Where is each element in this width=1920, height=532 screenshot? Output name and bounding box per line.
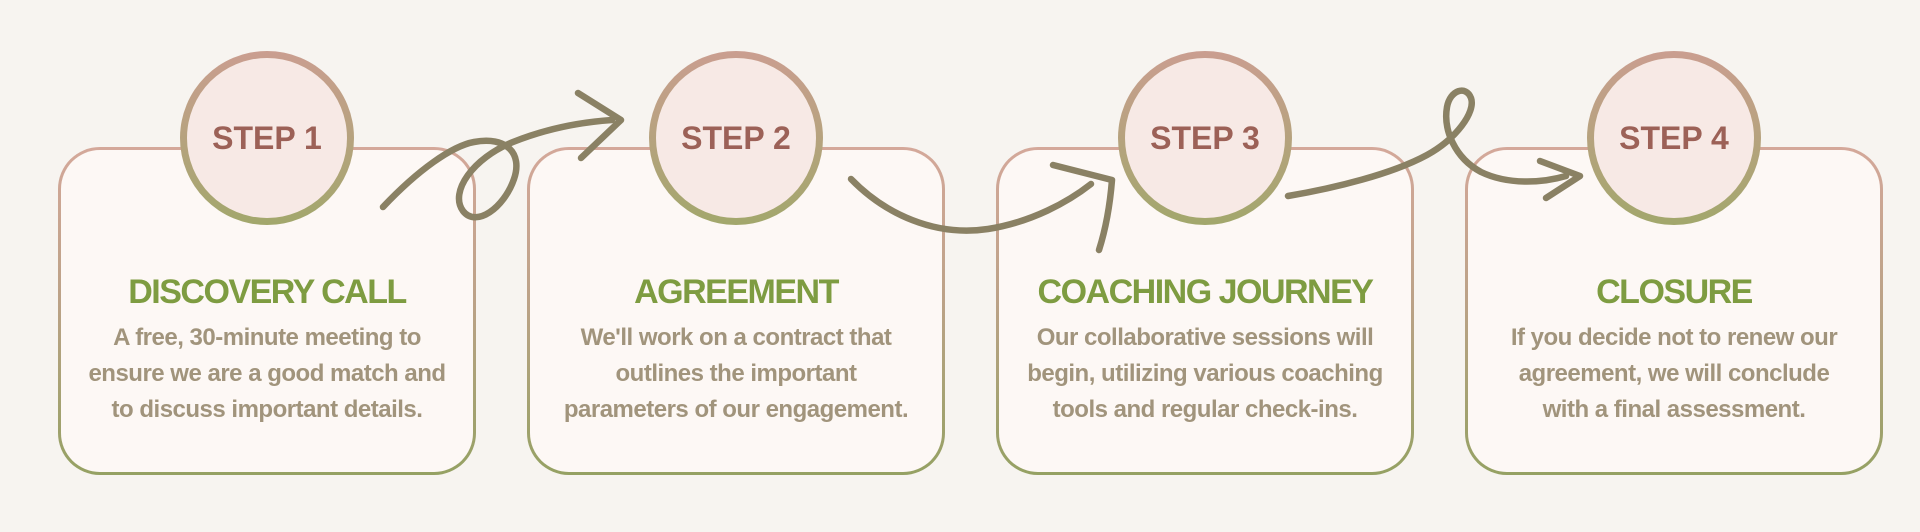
- step-card-discovery-call: STEP 1 DISCOVERY CALL A free, 30-minute …: [58, 58, 476, 475]
- step-2-title: AGREEMENT: [634, 273, 839, 311]
- step-3-title: COACHING JOURNEY: [1037, 273, 1374, 311]
- step-1-title: DISCOVERY CALL: [128, 273, 407, 311]
- step-1-content: DISCOVERY CALL A free, 30-minute meeting…: [61, 150, 473, 472]
- step-card-agreement: STEP 2 AGREEMENT We'll work on a contrac…: [527, 58, 945, 475]
- step-2-label: STEP 2: [681, 119, 791, 156]
- step-2-circle: STEP 2: [649, 51, 823, 225]
- step-1-label: STEP 1: [212, 119, 322, 156]
- step-2-description: We'll work on a contract that outlines t…: [563, 324, 909, 423]
- step-4-circle: STEP 4: [1587, 51, 1761, 225]
- step-1-description: A free, 30-minute meeting to ensure we a…: [88, 324, 446, 423]
- step-3-circle: STEP 3: [1118, 51, 1292, 225]
- step-3-content: COACHING JOURNEY Our collaborative sessi…: [999, 150, 1411, 472]
- step-3-label: STEP 3: [1150, 119, 1260, 156]
- step-card-coaching-journey: STEP 3 COACHING JOURNEY Our collaborativ…: [996, 58, 1414, 475]
- step-4-content: CLOSURE If you decide not to renew our a…: [1468, 150, 1880, 472]
- step-4-description: If you decide not to renew our agreement…: [1510, 324, 1838, 423]
- step-4-label: STEP 4: [1619, 119, 1729, 156]
- step-1-circle: STEP 1: [180, 51, 354, 225]
- step-4-title: CLOSURE: [1596, 273, 1753, 311]
- step-card-closure: STEP 4 CLOSURE If you decide not to rene…: [1465, 58, 1883, 475]
- step-3-description: Our collaborative sessions will begin, u…: [1027, 324, 1383, 423]
- step-2-content: AGREEMENT We'll work on a contract that …: [530, 150, 942, 472]
